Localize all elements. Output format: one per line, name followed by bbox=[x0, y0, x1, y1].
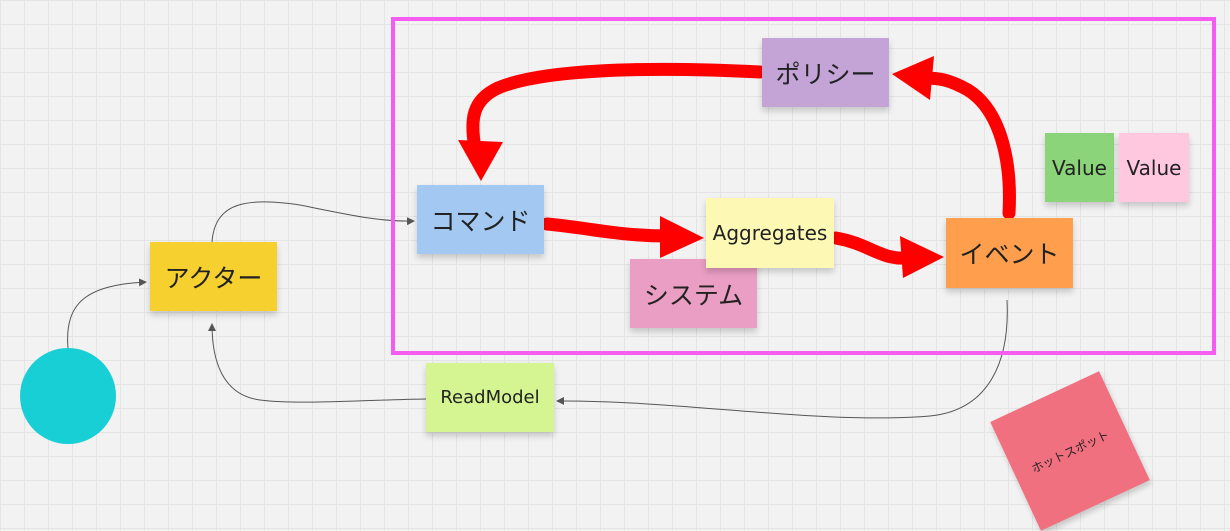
red-arrowhead-aggregate-to-event bbox=[900, 236, 944, 278]
connector-event-to-readmodel[interactable] bbox=[556, 299, 1008, 419]
sticky-value-pink[interactable]: Value bbox=[1119, 133, 1189, 202]
sticky-actor[interactable]: アクター bbox=[150, 242, 277, 311]
red-arrow-command-to-aggregate[interactable] bbox=[540, 217, 675, 243]
sticky-aggregates[interactable]: Aggregates bbox=[706, 198, 834, 268]
sticky-event[interactable]: イベント bbox=[946, 218, 1073, 288]
sticky-command[interactable]: コマンド bbox=[417, 185, 544, 254]
sticky-value-green[interactable]: Value bbox=[1045, 133, 1114, 202]
sticky-system[interactable]: システム bbox=[630, 259, 757, 328]
red-arrow-policy-to-command[interactable] bbox=[466, 62, 767, 155]
connector-circle-to-actor[interactable] bbox=[67, 278, 147, 349]
connector-readmodel-to-actor[interactable] bbox=[208, 323, 427, 403]
process-frame[interactable] bbox=[391, 17, 1216, 355]
red-arrowhead-event-to-policy bbox=[892, 56, 934, 100]
circle-shape[interactable] bbox=[20, 348, 116, 444]
red-arrowhead-policy-to-command bbox=[458, 140, 503, 181]
red-arrow-aggregate-to-event[interactable] bbox=[829, 231, 915, 265]
sticky-readmodel[interactable]: ReadModel bbox=[426, 363, 554, 432]
red-arrowhead-command-to-aggregate bbox=[660, 216, 704, 258]
red-arrow-event-to-policy[interactable] bbox=[917, 71, 1016, 220]
connector-actor-to-command[interactable] bbox=[211, 201, 415, 243]
sticky-policy[interactable]: ポリシー bbox=[762, 38, 889, 107]
